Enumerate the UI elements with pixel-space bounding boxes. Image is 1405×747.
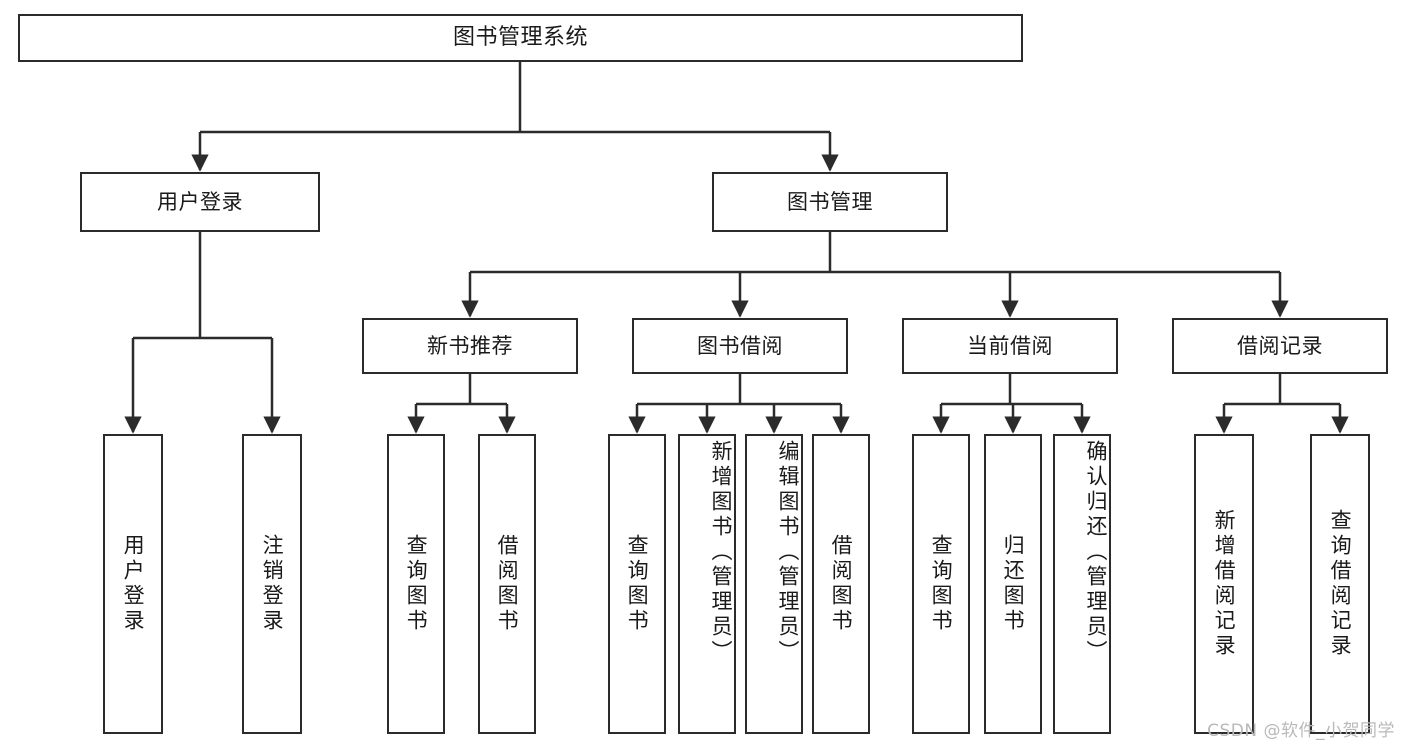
node-leaf-9-label: 归还图书 [1001, 534, 1026, 634]
node-leaf-3[interactable]: 借阅图书 [478, 434, 536, 734]
node-leaf-1-label: 注销登录 [260, 534, 285, 634]
node-leaf-10[interactable]: 确认归还（管理员） [1053, 434, 1111, 734]
node-leaf-0-label: 用户登录 [121, 534, 146, 634]
node-level2-1-label: 图书管理 [787, 189, 873, 214]
node-leaf-7-label: 借阅图书 [829, 534, 854, 634]
node-leaf-8[interactable]: 查询图书 [912, 434, 970, 734]
node-leaf-5[interactable]: 新增图书（管理员） [678, 434, 736, 734]
node-leaf-11-label: 新增借阅记录 [1212, 509, 1237, 659]
node-leaf-3-label: 借阅图书 [495, 534, 520, 634]
node-level2-1[interactable]: 图书管理 [712, 172, 948, 232]
node-level3-2[interactable]: 当前借阅 [902, 318, 1118, 374]
node-leaf-11[interactable]: 新增借阅记录 [1194, 434, 1254, 734]
node-leaf-5-label: 新增图书（管理员） [709, 440, 733, 665]
node-leaf-0[interactable]: 用户登录 [103, 434, 163, 734]
node-leaf-10-label: 确认归还（管理员） [1084, 440, 1108, 665]
node-level3-2-label: 当前借阅 [967, 333, 1053, 358]
node-level2-0[interactable]: 用户登录 [80, 172, 320, 232]
node-leaf-8-label: 查询图书 [929, 534, 954, 634]
node-root[interactable]: 图书管理系统 [18, 14, 1023, 62]
node-leaf-6-label: 编辑图书（管理员） [776, 440, 800, 665]
watermark: CSDN @软件_小贺同学 [1207, 721, 1395, 741]
node-level2-0-label: 用户登录 [157, 189, 243, 214]
node-leaf-6[interactable]: 编辑图书（管理员） [745, 434, 803, 734]
node-leaf-7[interactable]: 借阅图书 [812, 434, 870, 734]
node-leaf-2[interactable]: 查询图书 [387, 434, 445, 734]
node-level3-0[interactable]: 新书推荐 [362, 318, 578, 374]
node-root-label: 图书管理系统 [452, 25, 588, 51]
node-level3-3[interactable]: 借阅记录 [1172, 318, 1388, 374]
node-leaf-2-label: 查询图书 [404, 534, 429, 634]
node-leaf-4-label: 查询图书 [625, 534, 650, 634]
node-leaf-1[interactable]: 注销登录 [242, 434, 302, 734]
node-leaf-9[interactable]: 归还图书 [984, 434, 1042, 734]
node-leaf-12-label: 查询借阅记录 [1328, 509, 1353, 659]
node-leaf-12[interactable]: 查询借阅记录 [1310, 434, 1370, 734]
node-level3-1[interactable]: 图书借阅 [632, 318, 848, 374]
node-level3-3-label: 借阅记录 [1237, 333, 1323, 358]
node-level3-0-label: 新书推荐 [427, 333, 513, 358]
node-leaf-4[interactable]: 查询图书 [608, 434, 666, 734]
node-level3-1-label: 图书借阅 [697, 333, 783, 358]
